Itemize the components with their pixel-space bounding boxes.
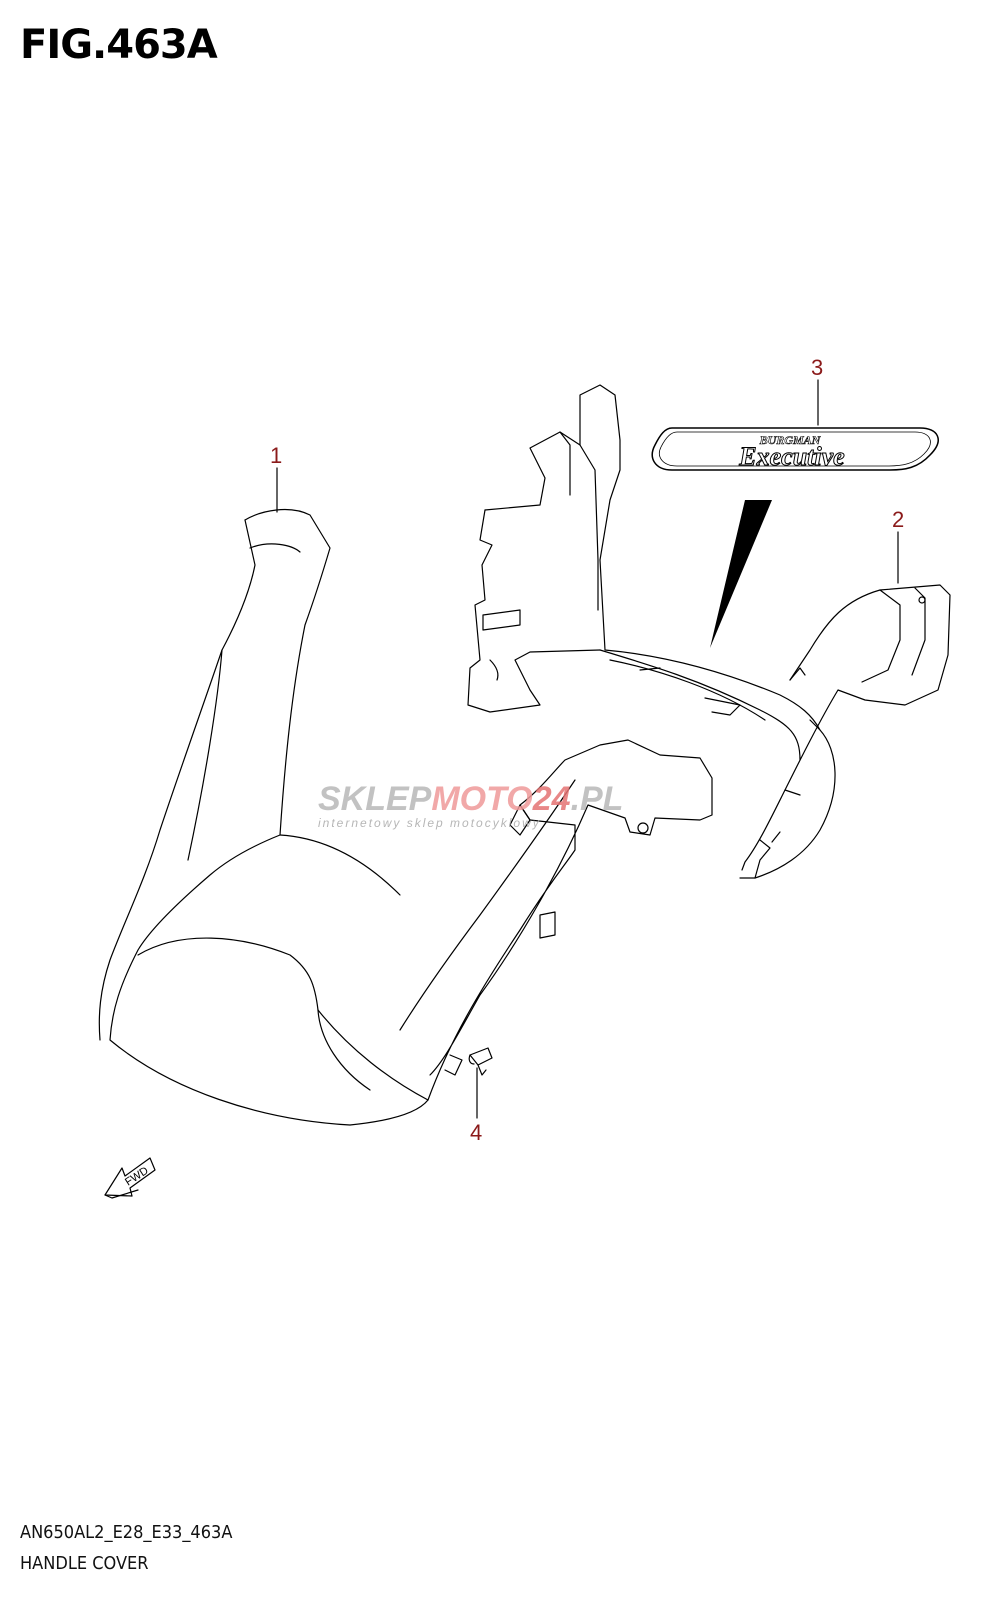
callout-3: 3 — [811, 355, 823, 380]
watermark: SKLEPMOTO24.PL internetowy sklep motocyk… — [318, 780, 623, 830]
fwd-arrow — [104, 1157, 156, 1199]
callout-1: 1 — [270, 443, 282, 468]
watermark-part-4: .PL — [571, 780, 624, 818]
callout-2: 2 — [892, 507, 904, 532]
fwd-label: FWD — [123, 1165, 151, 1189]
figure-title: FIG.463A — [20, 22, 218, 68]
diagram-code: AN650AL2_E28_E33_463A — [20, 1522, 233, 1543]
watermark-tagline: internetowy sklep motocyklowy — [318, 816, 541, 830]
assembly-direction-arrow — [710, 500, 772, 648]
emblem-line-1: BURGMAN — [759, 433, 822, 447]
part-4-clip[interactable] — [468, 1047, 493, 1076]
diagram-name: HANDLE COVER — [20, 1553, 149, 1574]
part-2-handle-cover-rear[interactable] — [467, 384, 951, 879]
part-1-handle-cover-front[interactable] — [98, 509, 713, 1126]
part-3-emblem[interactable] — [651, 427, 939, 471]
watermark-part-1: SKLEP — [318, 780, 432, 818]
callout-4: 4 — [470, 1120, 482, 1145]
svg-text:SKLEPMOTO24.PL: SKLEPMOTO24.PL — [318, 780, 623, 818]
emblem-line-2: Executive — [738, 442, 844, 471]
watermark-part-2: MOTO — [431, 780, 532, 818]
watermark-part-3: 24 — [532, 780, 571, 818]
